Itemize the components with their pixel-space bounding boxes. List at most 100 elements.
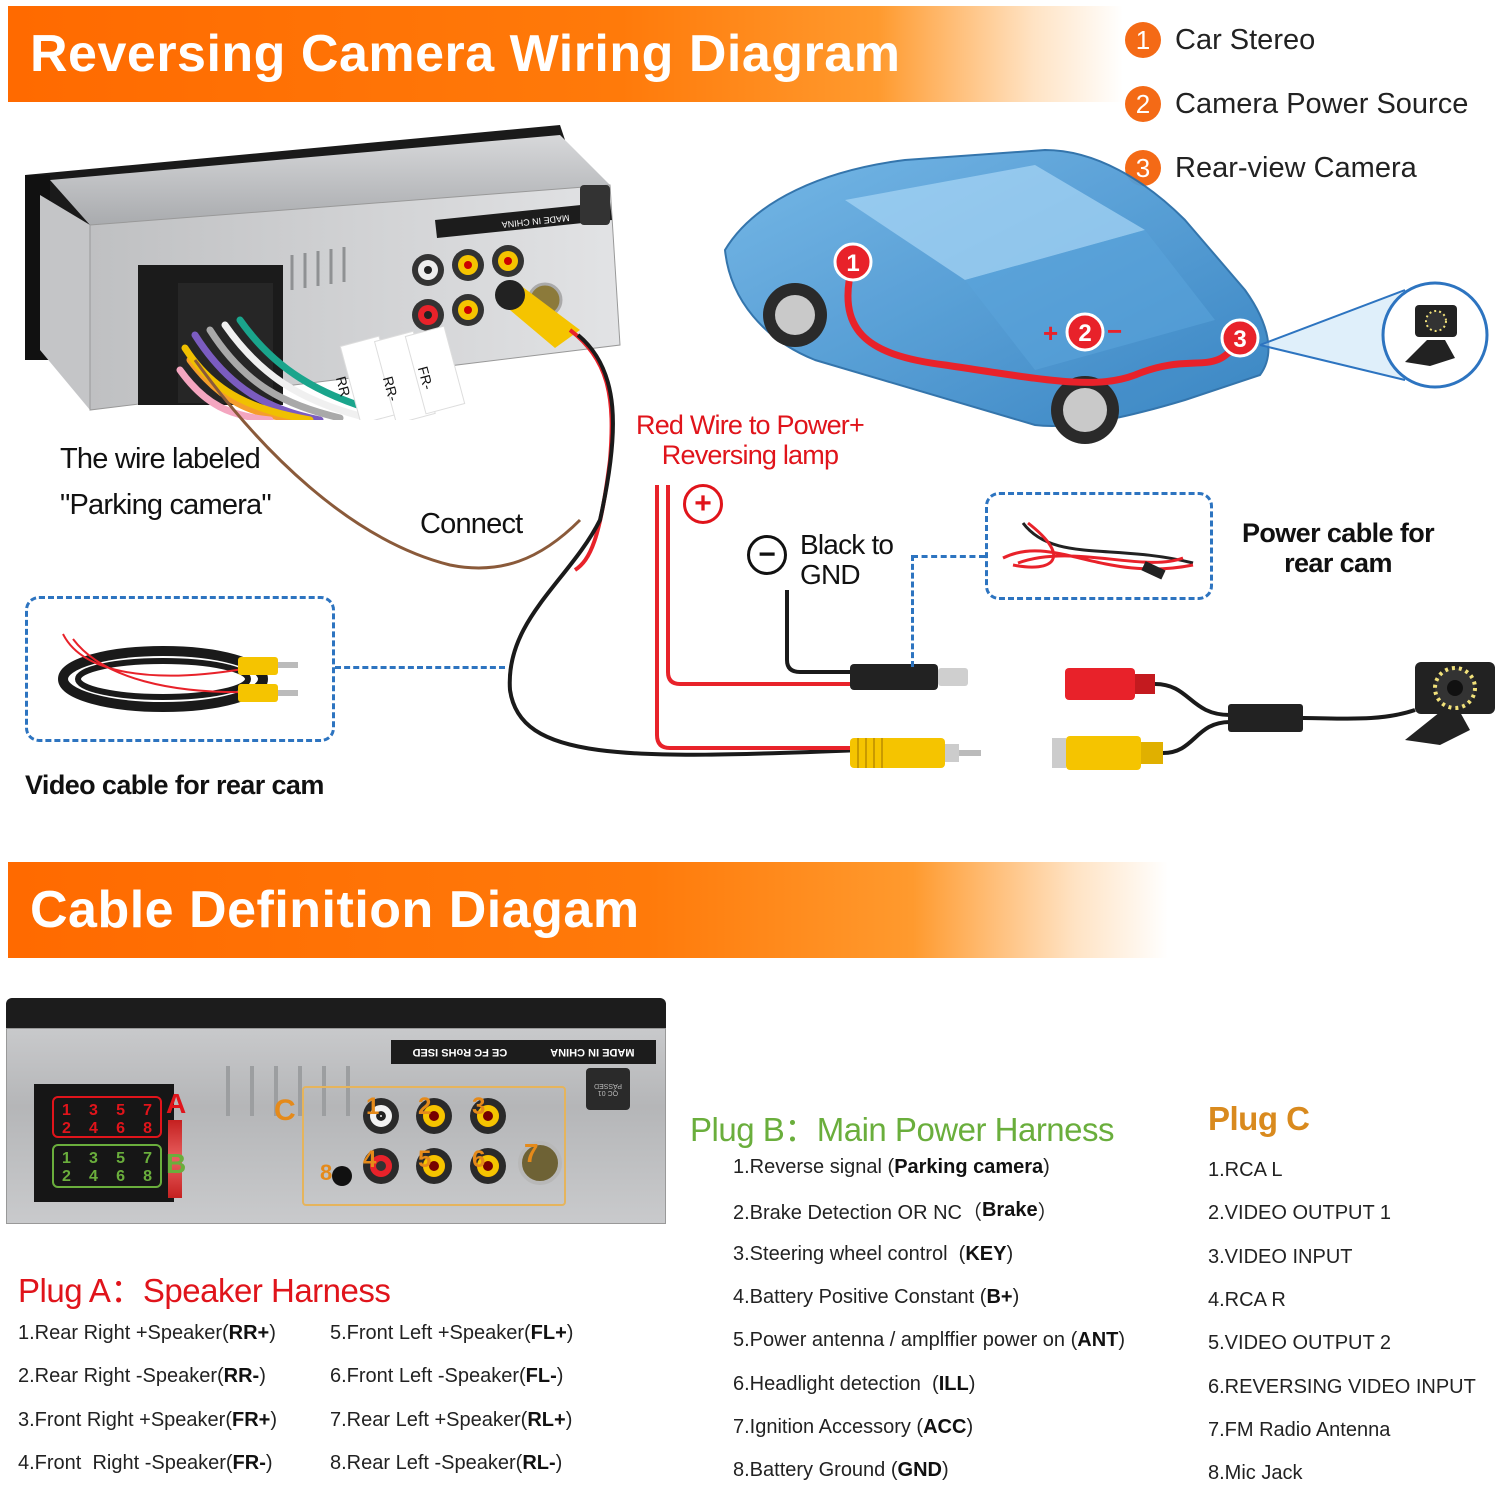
parking-wire-label: The wire labeled "Parking camera" [60,443,272,521]
list-item: 6.Headlight detection (ILL) [733,1372,976,1395]
list-item: 8.Battery Ground (GND) [733,1459,949,1482]
connect-label: Connect [420,508,523,540]
fuse-icon [168,1120,182,1198]
video-cable-box [25,596,335,742]
svg-text:1: 1 [846,250,859,277]
port-5-rca-yellow [416,1148,452,1184]
video-cable-black [507,333,861,757]
qc-stamp: QC 01 PASSED [586,1068,630,1110]
list-item: 4.Battery Positive Constant (B+) [733,1286,1020,1309]
dc-barrel-plug-icon [850,664,968,690]
car-plus-label: + [1043,318,1058,348]
plug-a-letter: A [166,1088,187,1119]
list-item: 6.REVERSING VIDEO INPUT [1208,1375,1476,1398]
component-legend: 1 Car Stereo 2 Camera Power Source 3 Rea… [1125,8,1468,200]
plug-c-region [302,1086,566,1206]
svg-text:FR-: FR- [415,365,437,392]
list-item: 6.Front Left -Speaker(FL-) [330,1365,564,1388]
qc-stamp-icon [580,185,610,225]
plug-b-list: 1.Reverse signal (Parking camera) 2.Brak… [733,1146,1125,1485]
camera-zoom-circle-icon [1381,281,1489,389]
legend-item-rear-camera: 3 Rear-view Camera [1125,136,1468,200]
list-item: 5.Power antenna / amplffier power on (AN… [733,1329,1126,1352]
power-cable-icon [1002,521,1194,580]
port-number: 4 [363,1146,377,1173]
plug-c-letter: C [274,1094,296,1127]
number-badge-icon: 1 [1125,22,1161,58]
stereo-back-panel: MADE IN CHINA CE FC RoHS ISED QC 01 PASS… [6,998,666,1224]
car-marker-2 [1065,312,1105,352]
power-cable-label: Power cable for rear cam [1241,518,1435,578]
parking-camera-wire [193,359,582,570]
car-marker-3 [1220,318,1260,358]
yellow-female-connector-icon [1052,736,1163,770]
car-minus-label: − [1107,316,1122,346]
list-item: 2.Rear Right -Speaker(RR-) [18,1365,266,1388]
port-number: 5 [418,1146,432,1173]
svg-text:RR-: RR- [380,375,402,404]
svg-text:3: 3 [1233,326,1246,353]
wiring-paths [193,328,1495,770]
faceplate-edge [6,998,666,1028]
black-gnd-wire [785,590,855,674]
port-number: 3 [472,1093,486,1120]
legend-label: Rear-view Camera [1175,151,1417,184]
list-item: 4.RCA R [1208,1289,1286,1312]
video-cable-connector-line [335,666,505,669]
list-item: 1.Rear Right +Speaker(RR+) [18,1322,276,1345]
red-power-wire-2 [666,485,855,686]
legend-label: Camera Power Source [1175,87,1469,120]
wiring-diagram-banner: Reversing Camera Wiring Diagram [8,6,1123,102]
port-2-rca-yellow [416,1098,452,1134]
yellow-rca-male-plug-icon [850,738,981,768]
power-cable-connector-line [912,555,985,558]
power-cable-box [985,492,1213,600]
list-item: 5.Front Left +Speaker(FL+) [330,1322,574,1345]
rca-port-icons [412,245,563,331]
port-3-rca-yellow [470,1098,506,1134]
video-cable-label: Video cable for rear cam [25,770,324,800]
port-number: 6 [472,1146,486,1173]
cert-label: CE FC RoHS ISED [412,1046,508,1058]
yellow-rca-plug-icon [495,280,580,348]
wiring-diagram-title: Reversing Camera Wiring Diagram [30,25,901,83]
cable-definition-banner: Cable Definition Diagam [8,862,1168,958]
plug-a-title: Plug A：Speaker Harness [18,1272,391,1309]
list-item: 1.Reverse signal (Parking camera) [733,1156,1050,1179]
plug-c-list: 1.RCA L 2.VIDEO OUTPUT 1 3.VIDEO INPUT 4… [1208,1149,1476,1485]
number-badge-icon: 3 [1125,150,1161,186]
car-wire-route [844,258,1244,386]
list-item: 2.Brake Detection OR NC（Brake） [733,1199,1058,1225]
car-marker-1 [833,242,873,282]
list-item: 2.VIDEO OUTPUT 1 [1208,1202,1392,1225]
port-4-rca-red [363,1148,399,1184]
black-gnd-label: Black to GND [800,529,894,590]
list-item: 7.FM Radio Antenna [1208,1418,1391,1441]
list-item: 3.Front Right +Speaker(FR+) [18,1408,278,1431]
chassis-label-strip: MADE IN CHINA CE FC RoHS ISED [391,1040,656,1064]
red-power-wire-1 [655,485,860,750]
power-cable-connector-line-vertical [911,555,914,667]
red-wire-label: Red Wire to Power+ Reversing lamp [636,410,865,470]
list-item: 1.RCA L [1208,1159,1283,1182]
port-number: 2 [418,1093,432,1120]
wire-tags: FR- RR- RR [333,325,466,420]
svg-text:RR: RR [333,375,354,399]
list-item: 5.VIDEO OUTPUT 2 [1208,1332,1392,1355]
list-item: 8.Mic Jack [1208,1462,1303,1485]
car-cutaway-illustration: 1 2 3 + − [723,148,1489,444]
plug-c-title: Plug C [1208,1100,1310,1137]
number-badge-icon: 2 [1125,86,1161,122]
legend-label: Car Stereo [1175,23,1316,56]
chassis-label: MADE IN CHINA [550,1046,635,1058]
plug-b-letter: B [166,1148,187,1179]
port-6-rca-yellow [470,1148,506,1184]
port-number: 8 [320,1160,333,1185]
svg-text:2: 2 [1078,320,1091,347]
cable-junction-icon [1228,704,1303,732]
